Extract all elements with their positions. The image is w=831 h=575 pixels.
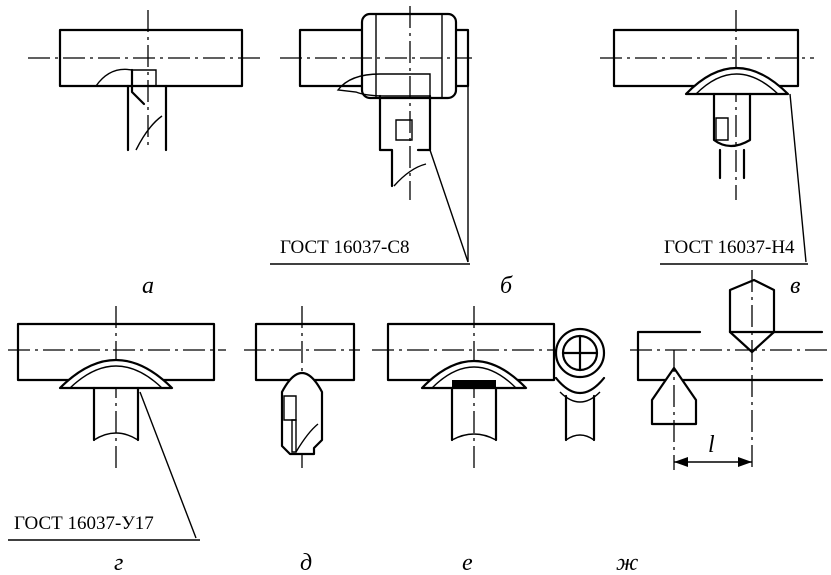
panel-zh-break-line — [565, 434, 595, 441]
panel-g-break-line — [93, 432, 139, 441]
panel-v-saddle-weld — [684, 66, 790, 96]
panel-zh-branch-pipe — [564, 394, 596, 442]
panel-b-branch-pipe — [378, 94, 432, 188]
panel-zh-dimension-arrow-left — [674, 457, 688, 467]
panel-v — [600, 10, 814, 265]
panel-b — [270, 6, 472, 265]
panel-v-branch-pipe — [712, 92, 752, 148]
label-gost-u17: ГОСТ 16037-У17 — [14, 513, 154, 534]
panel-a-weld-hatch — [94, 68, 157, 87]
label-gost-c8: ГОСТ 16037-С8 — [280, 237, 410, 258]
panel-g-leader — [139, 391, 197, 539]
caption-d: д — [300, 550, 312, 575]
panel-e-saddle-weld — [420, 359, 528, 390]
caption-e: е — [462, 550, 473, 575]
panel-g — [8, 306, 226, 541]
dimension-label-l: l — [708, 432, 715, 458]
caption-g: г — [114, 550, 123, 575]
panel-zh-dimension-arrow-right — [738, 457, 752, 467]
panel-v-branch-hatch — [715, 117, 729, 141]
panel-d-break-line — [295, 423, 319, 453]
panel-v-branch-lower — [718, 148, 746, 180]
panel-a-branch-pipe — [126, 84, 168, 152]
panel-zh-main-pipe — [636, 330, 824, 382]
caption-zh: ж — [616, 550, 638, 575]
panel-b-sleeve — [360, 12, 458, 100]
panel-e-weld-bead — [452, 380, 496, 388]
caption-b: б — [500, 273, 513, 299]
panel-g-saddle-inner — [69, 365, 163, 389]
panel-a-branch-edge — [130, 68, 146, 106]
caption-v: в — [790, 273, 800, 299]
label-gost-h4: ГОСТ 16037-Н4 — [664, 237, 795, 258]
panel-e-break-line — [451, 433, 497, 441]
panel-g-saddle-weld — [58, 358, 174, 390]
panel-v-saddle-inner — [695, 73, 779, 95]
panel-g-branch-pipe — [92, 386, 140, 442]
caption-a: а — [142, 273, 154, 299]
panel-zh — [554, 270, 828, 470]
panel-d-main-pipe — [254, 322, 356, 382]
panel-b-branch-hatch — [395, 119, 413, 141]
panel-e-saddle-inner — [431, 366, 517, 389]
panel-d — [244, 306, 360, 470]
panel-a — [28, 10, 262, 152]
panel-e — [372, 306, 560, 470]
panel-e-branch-pipe — [450, 386, 498, 442]
panel-b-break-line — [393, 163, 427, 187]
panel-zh-saddle-lower — [554, 376, 606, 394]
panel-zh-saddle-lower-inner — [559, 391, 601, 403]
panel-b-leader-diag — [429, 149, 469, 263]
panel-a-break-line — [135, 115, 163, 151]
panel-v-leader — [789, 93, 807, 263]
